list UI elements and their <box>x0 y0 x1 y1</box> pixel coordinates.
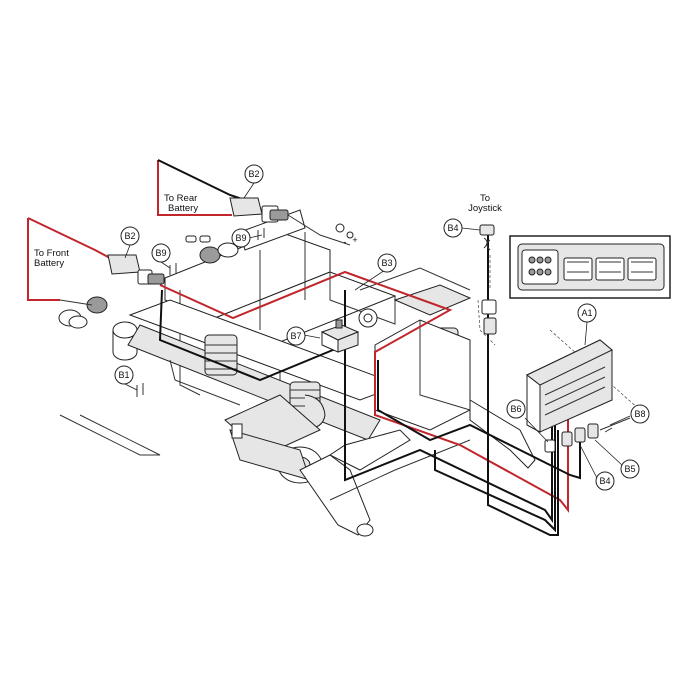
svg-text:B4: B4 <box>447 223 458 233</box>
wire-destination-labels: To Rear Battery To Front Battery To Joys… <box>34 193 502 269</box>
shock-absorber-left <box>204 334 238 376</box>
callout-b6: B6 <box>506 399 526 419</box>
shock-absorber-mid <box>289 381 326 430</box>
b9-screws <box>169 228 265 275</box>
svg-text:B7: B7 <box>290 331 301 341</box>
callout-b2-rear: B2 <box>244 164 264 184</box>
svg-text:B9: B9 <box>235 233 246 243</box>
svg-text:B9: B9 <box>155 248 166 258</box>
callout-b9-right: B9 <box>231 228 251 248</box>
battery-connector-front <box>107 254 165 285</box>
callout-b5: B5 <box>620 459 640 479</box>
to-front-battery-label-line2: Battery <box>34 258 64 269</box>
joystick-connector <box>479 224 497 335</box>
battery-connector-rear: - + <box>229 197 358 247</box>
callout-b8: B8 <box>630 404 650 424</box>
callout-b7: B7 <box>286 326 306 346</box>
callout-b2-front: B2 <box>120 226 140 246</box>
leader-lines <box>124 182 631 479</box>
callout-b3: B3 <box>377 253 397 273</box>
battery-terminal-rear <box>185 235 239 264</box>
svg-text:B8: B8 <box>634 409 645 419</box>
to-rear-battery-label-line2: Battery <box>168 203 198 214</box>
svg-text:B4: B4 <box>599 476 610 486</box>
callouts: B2 B2 B9 B9 B3 B4 B7 A1 <box>114 164 650 491</box>
controller-module-icon <box>526 339 613 433</box>
svg-text:-: - <box>344 237 347 247</box>
to-joystick-label: To <box>480 193 490 204</box>
to-joystick-label-line2: Joystick <box>468 203 502 214</box>
battery-terminal-front <box>58 296 108 329</box>
svg-text:+: + <box>352 235 357 245</box>
svg-text:B1: B1 <box>118 370 129 380</box>
svg-text:B2: B2 <box>124 231 135 241</box>
controller-detail-inset <box>509 235 671 299</box>
to-rear-battery-label: To Rear <box>164 193 197 204</box>
chassis-frame <box>59 209 536 537</box>
to-front-battery-label: To Front <box>34 248 69 259</box>
b1-bolt <box>136 383 144 397</box>
circuit-breaker-icon <box>320 319 360 353</box>
svg-text:B2: B2 <box>248 169 259 179</box>
callout-a1: A1 <box>577 303 597 323</box>
svg-text:B3: B3 <box>381 258 392 268</box>
svg-text:B5: B5 <box>624 464 635 474</box>
callout-b9-left: B9 <box>151 243 171 263</box>
callout-b4-top: B4 <box>443 218 463 238</box>
callout-b1: B1 <box>114 365 134 385</box>
controller-plugs <box>544 417 631 453</box>
svg-text:B6: B6 <box>510 404 521 414</box>
svg-text:A1: A1 <box>581 308 592 318</box>
callout-b4-bottom: B4 <box>595 471 615 491</box>
